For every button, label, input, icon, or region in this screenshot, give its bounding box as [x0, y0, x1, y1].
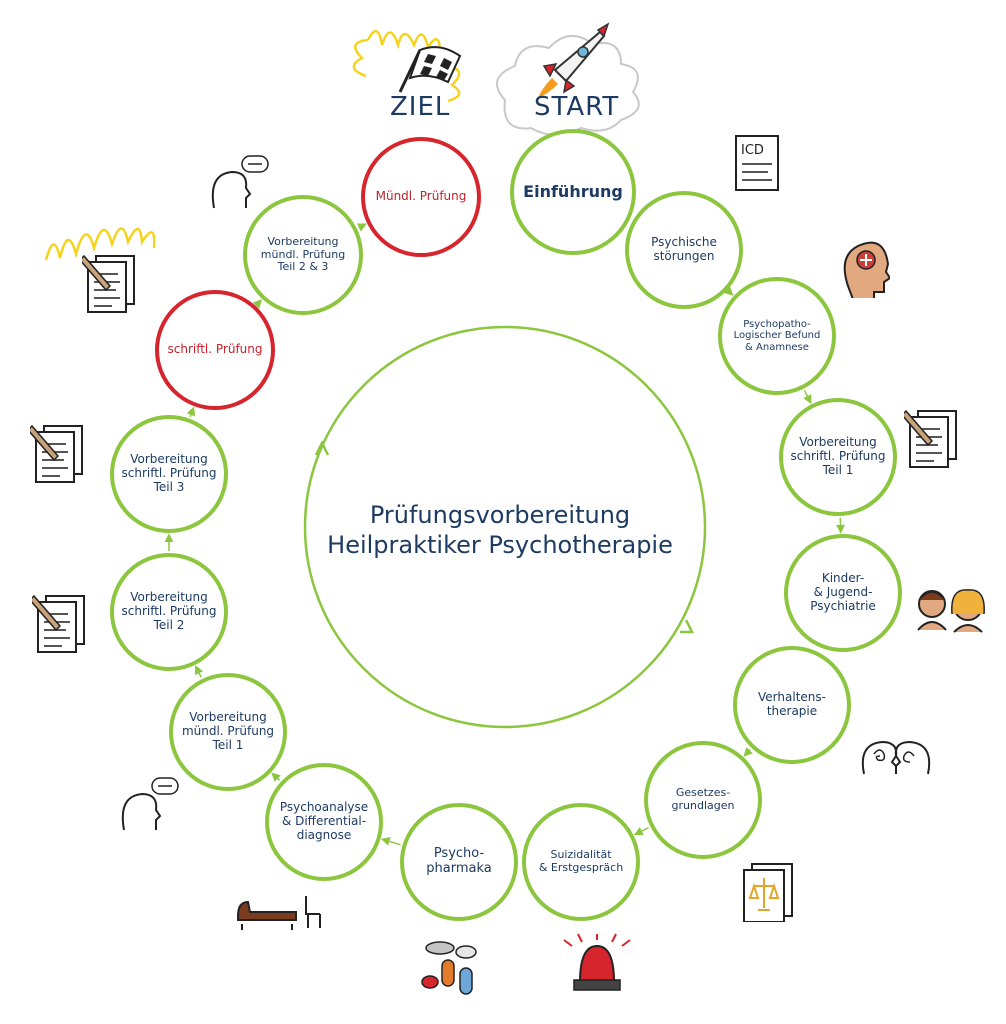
law-scales-document-icon	[743, 863, 793, 922]
module-label: Suizidalität & Erstgespräch	[538, 848, 624, 874]
speech-bubble-head-icon	[121, 777, 179, 831]
thought-swirl-icon	[861, 740, 931, 775]
module-label: schriftl. Prüfung	[167, 342, 263, 357]
connector-arrow	[633, 826, 649, 836]
module-label: Einführung	[523, 181, 623, 201]
module-label: Mündl. Prüfung	[375, 189, 467, 204]
module-node-verhaltenstherapie: Verhaltens- therapie	[733, 646, 851, 764]
exam-paper-icon	[904, 409, 957, 468]
sun-rays-icon	[44, 227, 156, 261]
module-node-muendl-pruefung: Mündl. Prüfung	[361, 137, 481, 257]
module-label: Kinder- & Jugend- Psychiatrie	[810, 571, 876, 613]
therapy-couch-icon	[237, 896, 321, 930]
module-label: Psychische störungen	[651, 235, 717, 263]
module-node-vorbereitung-schriftl-1: Vorbereitung schriftl. Prüfung Teil 1	[779, 398, 897, 516]
module-label: Vorbereitung mündl. Prüfung Teil 2 & 3	[260, 235, 346, 274]
module-label: Psychoanalyse & Differential- diagnose	[279, 800, 369, 842]
icd-document-icon: ICD	[735, 135, 779, 191]
module-node-psychopathologischer-befund: Psychopatho- Logischer Befund & Anamnese	[718, 277, 836, 395]
module-node-gesetzesgrundlagen: Gesetzes- grundlagen	[644, 741, 762, 859]
module-node-einfuehrung: Einführung	[510, 129, 636, 255]
connector-arrow	[723, 286, 734, 296]
module-node-psychopharmaka: Psycho- pharmaka	[400, 803, 518, 921]
connector-arrow	[380, 837, 401, 846]
module-node-vorbereitung-muendl-23: Vorbereitung mündl. Prüfung Teil 2 & 3	[243, 195, 363, 315]
connector-arrow	[271, 772, 281, 782]
module-label: Vorbereitung schriftl. Prüfung Teil 1	[790, 435, 886, 477]
module-label: Psychopatho- Logischer Befund & Anamnese	[733, 318, 821, 353]
module-node-psychische-stoerungen: Psychische störungen	[625, 191, 743, 309]
alarm-siren-icon	[563, 933, 631, 991]
module-node-vorbereitung-schriftl-3: Vorbereitung schriftl. Prüfung Teil 3	[110, 415, 228, 533]
children-icon	[917, 589, 985, 633]
module-label: Vorbereitung schriftl. Prüfung Teil 2	[121, 590, 217, 632]
svg-text:ICD: ICD	[741, 143, 764, 158]
connector-arrow	[803, 390, 812, 405]
cycle-arrow-right-icon	[680, 619, 695, 634]
start-label: START	[534, 92, 620, 122]
exam-paper-sun-icon	[82, 254, 135, 313]
connector-arrow	[835, 517, 845, 534]
connector-arrow	[195, 665, 204, 678]
pills-icon	[421, 941, 477, 995]
course-title-line-1: Prüfungsvorbereitung	[369, 501, 631, 529]
connector-arrow	[743, 747, 753, 757]
module-node-suizidalitaet: Suizidalität & Erstgespräch	[522, 803, 640, 921]
connector-arrow	[252, 299, 263, 309]
module-label: Gesetzes- grundlagen	[671, 786, 735, 812]
module-node-vorbereitung-muendl-1: Vorbereitung mündl. Prüfung Teil 1	[169, 673, 287, 791]
module-node-kinder-jugendpsychiatrie: Kinder- & Jugend- Psychiatrie	[784, 534, 902, 652]
central-cycle-circle	[303, 325, 707, 729]
module-node-vorbereitung-schriftl-2: Vorbereitung schriftl. Prüfung Teil 2	[110, 553, 228, 671]
module-label: Vorbereitung mündl. Prüfung Teil 1	[181, 710, 275, 752]
course-title-line-2: Heilpraktiker Psychotherapie	[327, 531, 673, 559]
head-brain-icon	[843, 241, 890, 298]
connector-arrow	[356, 223, 367, 232]
cycle-arrow-left-icon	[314, 440, 330, 456]
connector-arrow	[186, 406, 196, 418]
exam-paper-icon	[32, 594, 85, 653]
finish-flag-icon	[398, 46, 462, 93]
rocket-icon	[538, 22, 610, 98]
course-title: Prüfungsvorbereitung Heilpraktiker Psych…	[300, 500, 700, 560]
module-node-psychoanalyse: Psychoanalyse & Differential- diagnose	[265, 763, 383, 881]
module-label: Psycho- pharmaka	[426, 846, 492, 876]
goal-label: ZIEL	[390, 92, 451, 122]
module-label: Vorbereitung schriftl. Prüfung Teil 3	[121, 452, 217, 494]
speech-bubble-head-icon	[211, 155, 269, 209]
module-label: Verhaltens- therapie	[758, 690, 826, 718]
exam-paper-icon	[30, 424, 83, 483]
module-node-schriftl-pruefung: schriftl. Prüfung	[155, 290, 275, 410]
